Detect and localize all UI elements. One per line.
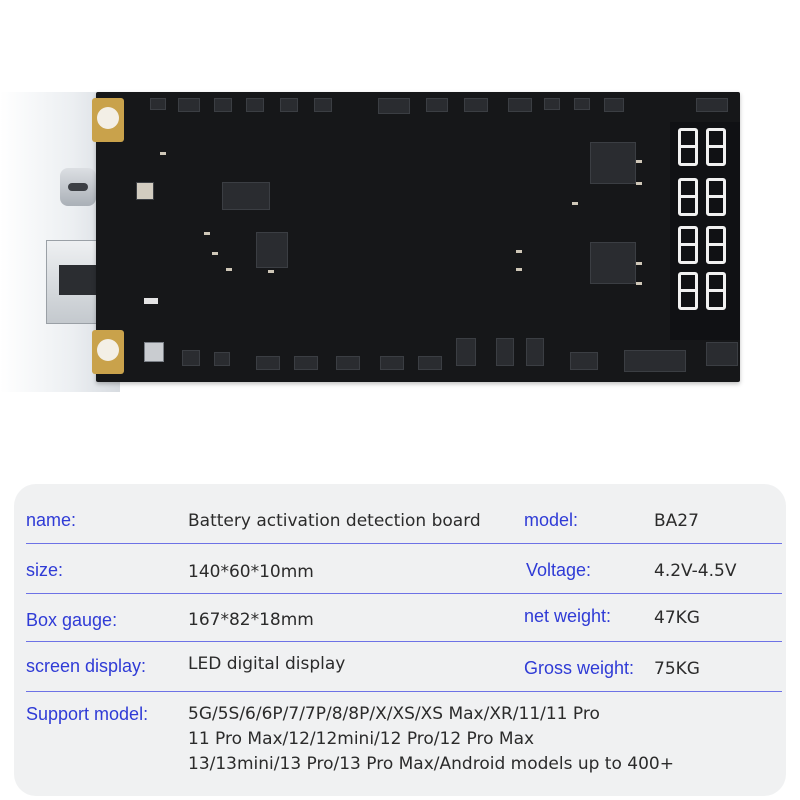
connector-footprint — [214, 352, 230, 366]
connector-footprint — [246, 98, 264, 112]
smd-component — [572, 202, 578, 205]
spec-value: BA27 — [654, 511, 699, 531]
connector-footprint — [696, 98, 728, 112]
pcb-board — [92, 92, 740, 382]
connector-footprint — [378, 98, 410, 114]
connector-footprint — [314, 98, 332, 112]
connector-footprint — [182, 350, 200, 366]
led-digit — [678, 226, 698, 264]
smd-component — [516, 268, 522, 271]
connector-footprint — [574, 98, 590, 110]
smd-component — [144, 298, 158, 304]
spec-row-size: size: 140*60*10mm Voltage: 4.2V-4.5V — [26, 546, 782, 594]
smd-component — [226, 268, 232, 271]
ic-chip — [590, 242, 636, 284]
led-digit — [706, 178, 726, 216]
mounting-pad — [92, 330, 124, 374]
smd-component — [160, 152, 166, 155]
smd-component — [212, 252, 218, 255]
spec-label: Support model: — [26, 704, 149, 724]
spec-value: 47KG — [654, 608, 700, 628]
row-divider — [26, 543, 782, 544]
support-line: 5G/5S/6/6P/7/7P/8/8P/X/XS/XS Max/XR/11/1… — [188, 704, 600, 724]
spec-row-name: name: Battery activation detection board… — [26, 496, 782, 544]
connector-footprint — [526, 338, 544, 366]
connector-footprint — [426, 98, 448, 112]
row-divider — [26, 641, 782, 642]
led-digit — [706, 226, 726, 264]
connector-footprint — [464, 98, 488, 112]
connector-footprint — [496, 338, 514, 366]
smd-component — [636, 282, 642, 285]
row-divider — [26, 691, 782, 692]
spec-label: Box gauge: — [26, 610, 118, 630]
spec-value: 167*82*18mm — [188, 610, 314, 630]
spec-label: screen display: — [26, 656, 147, 676]
led-display — [670, 122, 740, 340]
smd-component — [516, 250, 522, 253]
connector-footprint — [336, 356, 360, 370]
connector-footprint — [418, 356, 442, 370]
smd-component — [636, 160, 642, 163]
spec-row-support: Support model: 5G/5S/6/6P/7/7P/8/8P/X/XS… — [26, 702, 782, 792]
connector-footprint — [280, 98, 298, 112]
smd-component — [636, 262, 642, 265]
connector-footprint — [570, 352, 598, 370]
ic-chip — [222, 182, 270, 210]
connector-footprint — [456, 338, 476, 366]
led-digit — [678, 178, 698, 216]
led-digit — [678, 128, 698, 166]
connector-footprint — [380, 356, 404, 370]
spec-row-display: screen display: LED digital display Gros… — [26, 644, 782, 692]
spec-label: size: — [26, 560, 64, 580]
spec-row-box-gauge: Box gauge: 167*82*18mm net weight: 47KG — [26, 594, 782, 642]
spec-label: net weight: — [524, 606, 612, 626]
led-digit — [706, 128, 726, 166]
tact-switch — [144, 342, 164, 362]
spec-label: name: — [26, 510, 77, 530]
spec-label: Gross weight: — [524, 658, 635, 678]
connector-footprint — [294, 356, 318, 370]
smd-component — [204, 232, 210, 235]
connector-footprint — [256, 356, 280, 370]
smd-component — [268, 270, 274, 273]
connector-footprint — [508, 98, 532, 112]
spec-value: 75KG — [654, 659, 700, 679]
led-digit — [678, 272, 698, 310]
connector-footprint — [178, 98, 200, 112]
spec-value: 140*60*10mm — [188, 562, 314, 582]
spec-label: model: — [524, 510, 579, 530]
usb-c-port — [60, 168, 96, 206]
spec-value: Battery activation detection board — [188, 511, 481, 531]
spec-value: LED digital display — [188, 654, 346, 674]
connector-footprint — [544, 98, 560, 110]
spec-label: Voltage: — [526, 560, 592, 580]
connector-footprint — [624, 350, 686, 372]
connector-footprint — [214, 98, 232, 112]
connector-footprint — [604, 98, 624, 112]
spec-value: 4.2V-4.5V — [654, 561, 737, 581]
ic-chip — [256, 232, 288, 268]
support-line: 13/13mini/13 Pro/13 Pro Max/Android mode… — [188, 754, 674, 774]
crystal — [136, 182, 154, 200]
spec-card: name: Battery activation detection board… — [14, 484, 786, 796]
row-divider — [26, 593, 782, 594]
ic-chip — [590, 142, 636, 184]
product-photo — [0, 92, 740, 392]
led-digit — [706, 272, 726, 310]
connector-footprint — [706, 342, 738, 366]
support-line: 11 Pro Max/12/12mini/12 Pro/12 Pro Max — [188, 729, 535, 749]
connector-footprint — [150, 98, 166, 110]
smd-component — [636, 182, 642, 185]
mounting-pad — [92, 98, 124, 142]
